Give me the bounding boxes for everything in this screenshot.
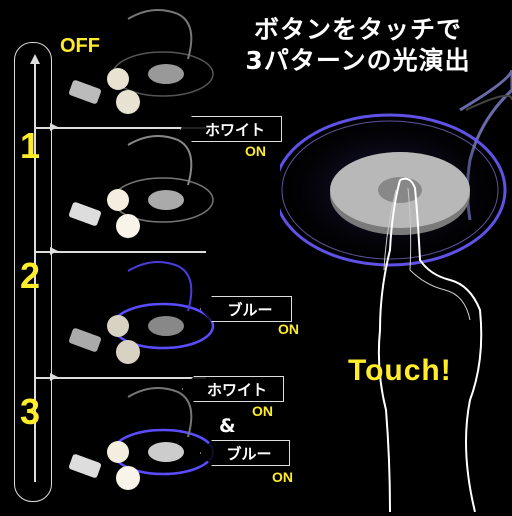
arrow-right-icon bbox=[50, 123, 58, 131]
timeline-line bbox=[34, 62, 36, 482]
touch-scene-illustration bbox=[270, 69, 512, 513]
arrow-right-icon bbox=[50, 373, 58, 381]
label-on-3b: ON bbox=[272, 469, 293, 485]
touch-callout: Touch! bbox=[348, 354, 452, 387]
step-number-1: 1 bbox=[20, 125, 41, 166]
label-on-3a: ON bbox=[252, 403, 273, 419]
step-divider-3 bbox=[36, 377, 206, 379]
product-photo-blue bbox=[58, 256, 218, 378]
label-ampersand: & bbox=[219, 415, 236, 437]
headline: ボタンをタッチで 3パターンの光演出 bbox=[208, 14, 508, 76]
step-divider-2 bbox=[36, 251, 206, 253]
arrow-right-icon bbox=[50, 247, 58, 255]
step-divider-1 bbox=[36, 127, 206, 129]
label-on-1: ON bbox=[245, 143, 266, 159]
label-on-2: ON bbox=[278, 321, 299, 337]
label-white-1: ホワイト bbox=[180, 116, 282, 142]
arrow-up-icon bbox=[30, 54, 40, 64]
label-white-3: ホワイト bbox=[182, 376, 284, 402]
step-number-2: 2 bbox=[20, 255, 41, 296]
product-photo-off bbox=[58, 4, 218, 126]
headline-line2: 3パターンの光演出 bbox=[245, 46, 471, 75]
off-label: OFF bbox=[60, 35, 100, 57]
headline-line1: ボタンをタッチで bbox=[253, 15, 462, 44]
label-blue-2: ブルー bbox=[200, 296, 292, 322]
product-photo-white bbox=[58, 130, 218, 252]
label-blue-3: ブルー bbox=[200, 440, 290, 466]
step-number-3: 3 bbox=[20, 391, 41, 432]
timeline-track bbox=[14, 42, 52, 502]
